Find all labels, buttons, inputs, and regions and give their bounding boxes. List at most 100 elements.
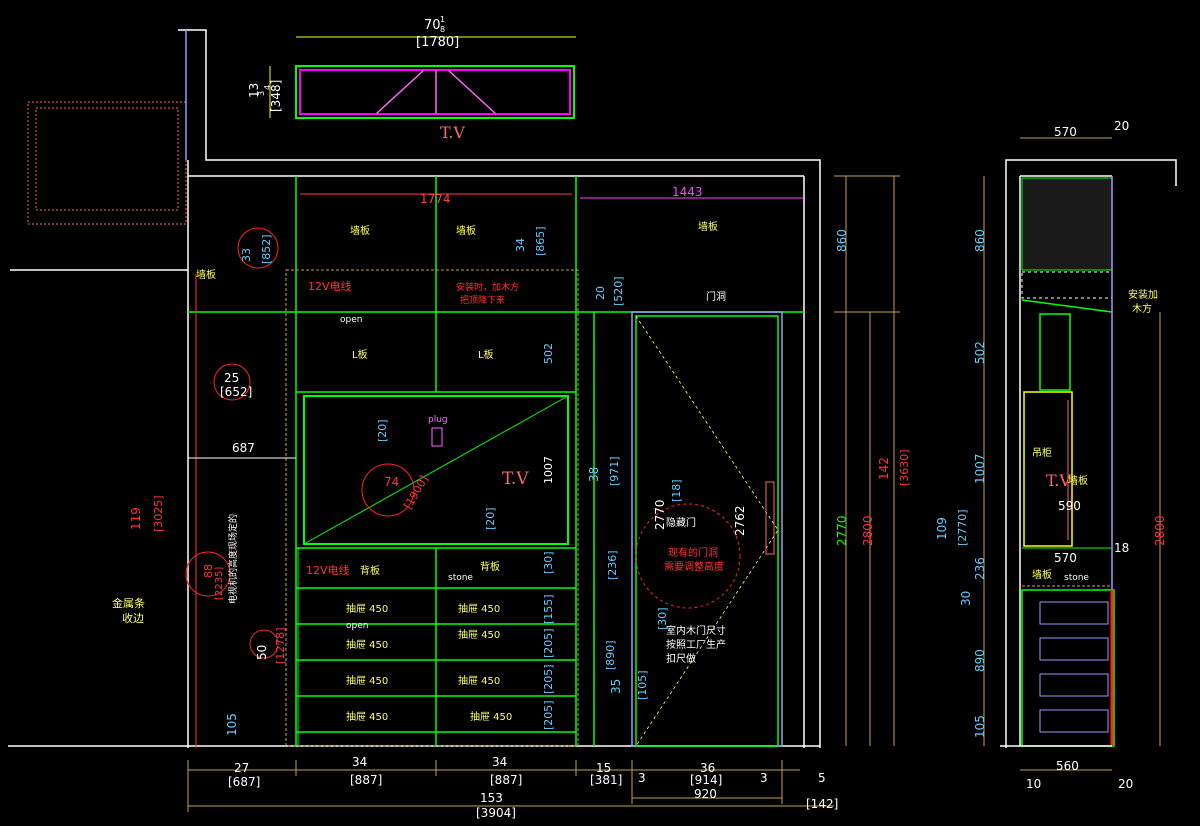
- metal-strip-1: 金属条: [112, 596, 145, 610]
- dim-20-top: 20: [594, 286, 607, 300]
- dim-205-b: [205]: [542, 664, 555, 694]
- bd-887b: [887]: [490, 773, 522, 787]
- dim-33: 33: [240, 248, 253, 262]
- door-panel: [635, 315, 779, 747]
- drawer-1a: 抽屉 450: [346, 602, 388, 615]
- side-dim-30: 30: [959, 591, 973, 606]
- bd-27: 27: [234, 761, 249, 775]
- tv-height-dim: 13: [247, 83, 261, 98]
- l-board-2: L板: [478, 348, 494, 361]
- drawer-3b: 抽屉 450: [458, 674, 500, 687]
- drawer-2b: 抽屉 450: [458, 628, 500, 641]
- bottom-dim-text: 27 [687] 34 [887] 34 [887] 15 [381] 3 36…: [228, 755, 838, 820]
- dim-3025: [3025]: [152, 495, 165, 532]
- bd-381: [381]: [590, 773, 622, 787]
- drawer-4a: 抽屉 450: [346, 710, 388, 723]
- back-board-1: 背板: [360, 564, 380, 577]
- bd-5: 5: [818, 771, 826, 785]
- tv-outer-box: [295, 65, 575, 119]
- dim-18: [18]: [670, 479, 683, 502]
- side-hang-cabinet: 吊柜: [1032, 446, 1052, 459]
- side-section: 570 20 860 安装加 木方 502 吊柜 墙板 T.V 1007 590…: [935, 119, 1177, 791]
- hidden-door-3: 需要调整高度: [664, 560, 724, 573]
- dim-30-b: [30]: [656, 607, 669, 630]
- side-dim-236: 236: [973, 557, 987, 580]
- wire-12v-top: 12V电线: [308, 279, 352, 293]
- dim-119: 119: [129, 507, 143, 530]
- bd-914: [914]: [690, 773, 722, 787]
- door-hole: 门洞: [706, 290, 726, 303]
- cabinet-structure: [188, 176, 804, 747]
- dim-2800: 2800: [861, 515, 875, 546]
- tv-height-note: 电视机的高度现场定的: [227, 514, 239, 604]
- install-note-2: 把顶降下来: [460, 294, 505, 306]
- dim-2770: 2770: [835, 515, 849, 546]
- dim-1007: 1007: [542, 456, 555, 484]
- dim-30: [30]: [542, 551, 555, 574]
- back-board-2: 背板: [480, 560, 500, 573]
- side-dim-560: 560: [1056, 759, 1079, 773]
- side-upper-box: [1021, 177, 1113, 271]
- hidden-door-2: 现有的门洞: [668, 546, 718, 559]
- side-install-wood-1: 安装加: [1128, 288, 1158, 301]
- side-shelf: [1021, 299, 1113, 313]
- upper-shelf-1: 墙板: [350, 224, 370, 237]
- tv-height-frac-den: 4: [263, 85, 272, 90]
- dim-852: [852]: [260, 234, 273, 264]
- dim-105-a: [105]: [636, 670, 649, 700]
- dim-520: [520]: [612, 276, 625, 306]
- outer-wall: [178, 29, 821, 748]
- side-l-board: [1039, 313, 1071, 391]
- dim-3630: [3630]: [898, 449, 911, 486]
- dim-2762: 2762: [733, 505, 747, 536]
- side-dim-105: 105: [973, 715, 987, 738]
- open-top: open: [340, 315, 362, 325]
- tv-width-mm: [1780]: [416, 35, 459, 50]
- wire-12v-bottom: 12V电线: [306, 563, 350, 577]
- dim-687: 687: [232, 441, 255, 455]
- stone-label: stone: [448, 573, 473, 583]
- dim-1443: 1443: [672, 185, 703, 199]
- tv-inner-box: [299, 69, 571, 115]
- door-note-2: 按照工厂生产: [666, 638, 726, 651]
- bd-34b: 34: [492, 755, 507, 769]
- cab-dashed-outline: [285, 269, 579, 747]
- dim-205-a: [205]: [542, 628, 555, 658]
- bd-687: [687]: [228, 775, 260, 789]
- tv-height-frac-num: 3: [257, 91, 266, 96]
- tv-width-frac-num: 1: [440, 15, 445, 24]
- drawer-2a: 抽屉 450: [346, 638, 388, 651]
- drawer-3a: 抽屉 450: [346, 674, 388, 687]
- circle-852: [237, 227, 279, 269]
- side-dim-590: 590: [1058, 499, 1081, 513]
- dim-74: 74: [384, 475, 399, 489]
- door-swing: [635, 315, 779, 747]
- dim-38: 38: [587, 467, 601, 482]
- dim-20-b: [20]: [484, 507, 497, 530]
- side-dim-890: 890: [973, 649, 987, 672]
- side-tv-label: T.V: [1046, 471, 1071, 490]
- dim-25: 25: [224, 371, 239, 385]
- red-annotations: [185, 227, 741, 748]
- side-dim-10: 10: [1026, 777, 1041, 791]
- plug-label: plug: [428, 415, 448, 425]
- bd-887a: [887]: [350, 773, 382, 787]
- tv-width-frac-den: 8: [440, 25, 445, 34]
- install-note-1: 安装时，加木方: [456, 281, 519, 293]
- side-drawer-2: [1039, 637, 1109, 661]
- dim-1278: [1278]: [274, 627, 287, 664]
- circle-652: [213, 363, 251, 401]
- dim-35: 35: [609, 679, 623, 694]
- bottom-dims: [187, 760, 834, 812]
- side-dim-2770: [2770]: [956, 509, 969, 546]
- side-dim-20-bottom: 20: [1118, 777, 1133, 791]
- dim-502: 502: [542, 343, 555, 364]
- bd-3904: [3904]: [476, 806, 516, 820]
- l-board-1: L板: [352, 348, 368, 361]
- tv-front-label: T.V: [502, 469, 529, 489]
- dim-865: [865]: [534, 226, 547, 256]
- circle-hidden-door: [635, 503, 741, 609]
